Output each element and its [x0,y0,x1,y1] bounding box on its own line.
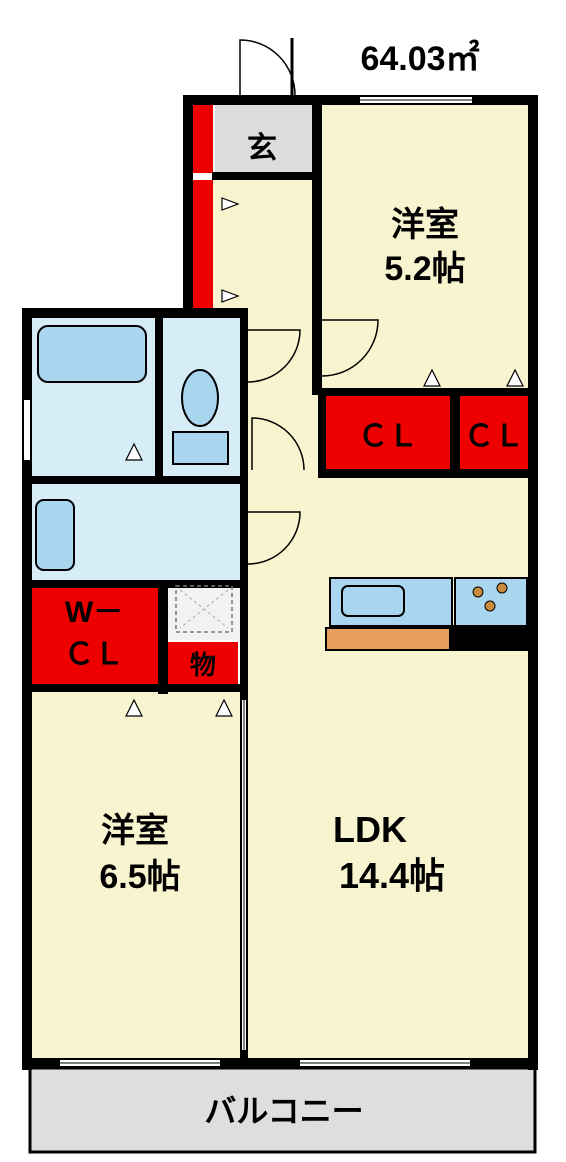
wcl-label-line1: W－ [65,596,123,629]
toilet-tank [172,431,229,465]
genkan-shoebox-bottom [193,180,213,308]
markers [125,197,524,717]
kitchen-sink-bowl [341,585,405,617]
western-room-1-name: 洋室 [391,205,459,244]
western-room-2-floor [30,692,240,1060]
area-label: 64.03㎡ [360,39,479,78]
storage-label: 物 [190,650,216,680]
bathtub [37,325,147,383]
washer-outline [175,585,233,633]
counter [325,627,451,651]
doors [239,38,379,565]
genkan-shoebox-top [193,105,213,173]
washer-space [168,584,240,640]
wcl-label-line2: ＣＬ [64,638,124,671]
genkan-floor [215,105,312,178]
closet-1 [326,395,450,469]
floors [30,102,528,1060]
closet-2 [460,395,528,469]
closet-1-label: ＣＬ [358,420,418,453]
windows [24,97,472,1066]
fixtures [35,325,528,651]
western-room-2-name: 洋室 [101,811,169,850]
ldk-name: LDK [333,809,407,850]
ldk-size: 14.4帖 [339,855,445,896]
genkan-label: 玄 [247,131,277,165]
toilet-bowl [181,369,219,427]
ldk-floor [242,478,528,1060]
closet-2-label: ＣＬ [464,420,524,453]
western-room-1-floor [320,102,528,392]
western-room-1-size: 5.2帖 [384,250,465,288]
balcony [28,1066,537,1154]
western-room-2-size: 6.5帖 [99,858,180,896]
walk-in-closet [30,588,158,684]
balcony-label: バルコニー [204,1093,363,1129]
storage-blocks [30,105,528,684]
wash-basin [35,499,75,571]
storage-closet [168,642,238,684]
